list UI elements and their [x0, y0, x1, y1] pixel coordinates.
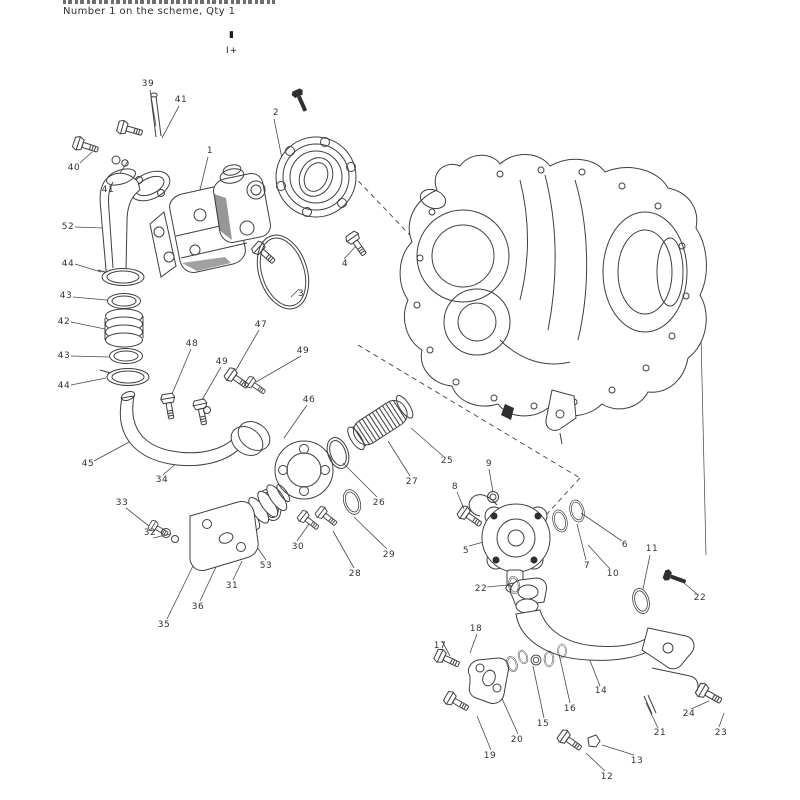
beam-mark: I+ — [226, 46, 239, 56]
flange-cover — [275, 87, 357, 218]
clamp-stack — [97, 268, 150, 386]
delivery-pipe — [506, 568, 699, 693]
suction-pipe — [120, 391, 271, 467]
square-mark: ▮ — [229, 30, 234, 40]
transmission-housing — [399, 154, 707, 445]
spring-filter — [347, 395, 414, 451]
clipped-text-line — [63, 0, 275, 4]
small-pump — [455, 491, 588, 594]
cover-plate — [146, 501, 341, 571]
page-subtitle: Number 1 on the scheme, Qty 1 — [63, 6, 236, 17]
elbow-pipe — [99, 168, 141, 281]
main-gear-pump — [149, 164, 271, 278]
mid-flange — [254, 434, 365, 524]
middle-bolts — [159, 365, 269, 427]
leader-lines — [70, 89, 725, 772]
bottom-right-bolts — [555, 681, 725, 755]
bottom-fittings — [432, 643, 567, 716]
oring-and-bolts — [249, 229, 371, 310]
